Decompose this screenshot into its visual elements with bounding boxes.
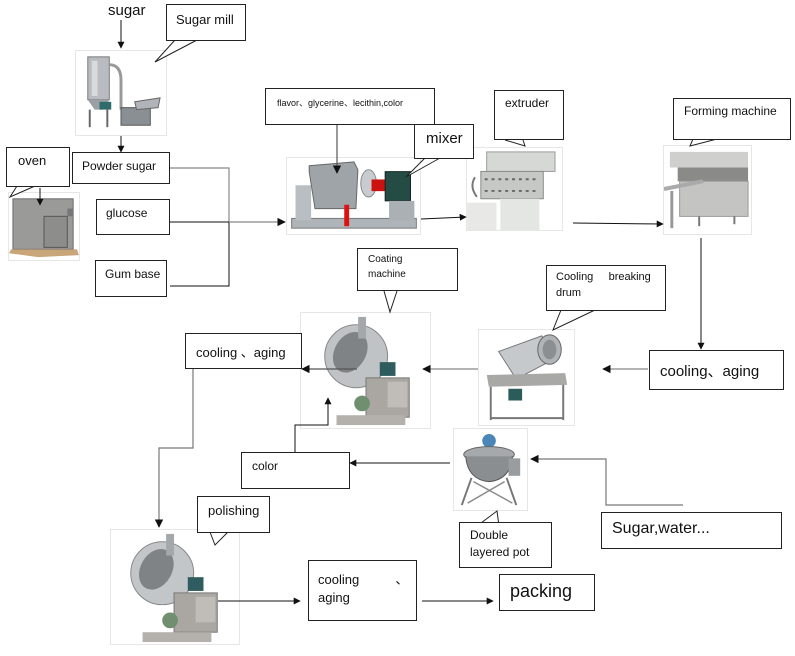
step-packing-label: packing [510,581,573,601]
callout-forming-machine-label: Forming machine [684,104,777,118]
callout-tail-coating [383,290,398,314]
mixer-photo [286,157,421,235]
callout-drum-label-line2: drum [556,287,582,299]
arrow-extruder-to-forming [572,220,664,228]
sugar-mill-icon [87,56,161,128]
callout-tail-mixer [405,157,441,178]
step-cooling-aging-3-label-line1: cooling 、 [318,572,409,587]
input-powder-sugar-label: Powder sugar [82,159,157,173]
callout-tail-sugar-mill [154,39,198,63]
cooling-drum-icon [486,334,568,421]
input-gum-base: Gum base [95,260,167,297]
step-cooling-aging-3-label-line2: aging [318,590,350,605]
line-gumbase-merge [170,222,230,287]
sugar-mill-photo [75,50,167,136]
callout-cooling-breaking-drum: Cooling breaking drum [546,265,666,311]
step-cooling-aging-2: cooling 、aging [185,333,302,369]
line-powder-sugar-merge [170,167,230,222]
callout-tail-polishing [209,531,229,546]
input-color: color [241,452,350,489]
oven-icon [9,198,79,258]
callout-coating-machine: Coating machine [357,248,458,291]
line-color-to-coating [294,397,332,452]
forming-machine-photo [663,145,752,235]
callout-polishing-label: polishing [208,503,260,518]
callout-coating-label-line2: machine [368,269,406,280]
input-sugar: sugar [108,2,146,19]
input-sugar-water: Sugar,water... [601,512,782,549]
mixer-icon [291,161,417,229]
callout-pot-label-line1: Double [470,528,509,542]
step-packing: packing [499,574,595,611]
step-cooling-aging-2-label: cooling 、aging [196,345,286,360]
input-additives-label: flavor、glycerine、lecithin,color [277,98,404,108]
cooling-breaking-drum-photo [478,329,575,426]
extruder-icon [467,151,556,230]
input-gum-base-label: Gum base [105,267,161,281]
step-cooling-aging-1-label: cooling、aging [660,363,760,380]
input-glucose: glucose [96,199,170,235]
callout-oven: oven [6,147,70,187]
polishing-machine-icon [130,533,218,643]
callout-mixer-label: mixer [426,130,463,147]
input-sugar-water-label: Sugar,water... [612,520,710,537]
callout-sugar-mill-label: Sugar mill [176,12,234,27]
callout-extruder-label: extruder [505,96,550,110]
input-glucose-label: glucose [106,206,148,220]
input-powder-sugar: Powder sugar [72,152,170,184]
callout-tail-drum [552,309,596,332]
step-cooling-aging-3: cooling 、 aging [308,560,417,621]
coating-machine-photo [300,312,431,429]
line-cooling2-to-polishing [154,368,194,528]
callout-drum-label-line1: Cooling breaking [556,271,651,283]
double-pot-icon [460,433,521,506]
oven-photo [8,192,80,261]
callout-oven-label: oven [18,153,47,168]
double-layered-pot-photo [453,428,528,511]
callout-double-layered-pot: Double layered pot [459,522,552,568]
step-cooling-aging-1: cooling、aging [649,350,784,390]
extruder-photo [466,147,563,231]
input-additives: flavor、glycerine、lecithin,color [265,88,435,125]
callout-pot-label-line2: layered pot [470,545,530,559]
callout-polishing: polishing [197,496,270,533]
callout-sugar-mill: Sugar mill [166,4,246,41]
callout-forming-machine: Forming machine [673,98,791,140]
input-color-label: color [252,459,279,473]
callout-mixer: mixer [414,124,474,159]
line-sugarwater-to-pot [530,454,683,506]
coating-machine-icon [324,316,410,426]
polishing-machine-photo [110,529,240,645]
forming-machine-icon [664,151,749,229]
callout-tail-extruder [504,139,526,147]
callout-tail-forming [689,138,718,147]
callout-coating-label-line1: Coating [368,254,403,265]
callout-extruder: extruder [494,90,564,140]
callout-tail-oven [8,185,36,199]
arrow-mixer-to-extruder [420,213,467,221]
